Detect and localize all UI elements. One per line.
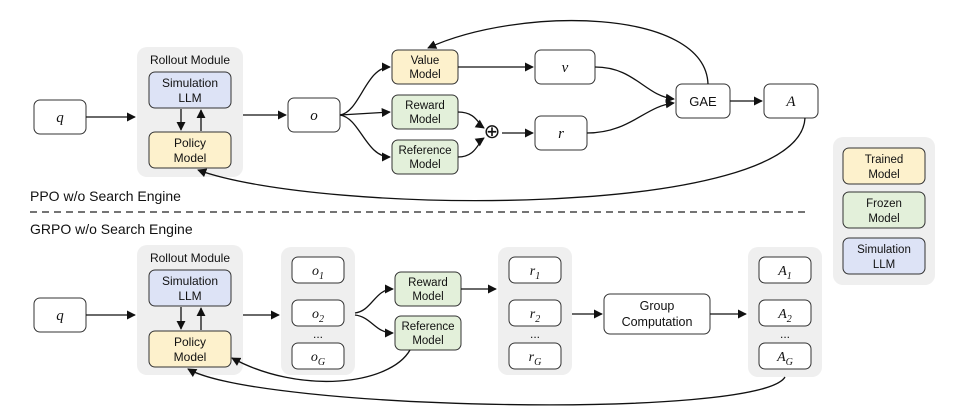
svg-text:Policy: Policy [174, 335, 206, 349]
svg-text:Trained: Trained [865, 154, 904, 166]
grpo-advantage-1: A1 [758, 256, 812, 284]
svg-text:A1: A1 [777, 264, 792, 282]
grpo-reward-1: r1 [508, 256, 562, 284]
grpo-reward-2: r2 [508, 299, 562, 327]
svg-text:Value: Value [411, 55, 440, 67]
svg-text:Model: Model [868, 169, 899, 181]
svg-text:Simulation: Simulation [162, 274, 218, 288]
svg-text:AG: AG [776, 350, 793, 368]
legend-frozen-model: Frozen Model [842, 191, 926, 229]
svg-text:v: v [562, 60, 569, 76]
svg-text:r: r [558, 126, 564, 142]
svg-text:LLM: LLM [178, 289, 201, 303]
ppo-gae-to-value-feedback-arrow [427, 19, 709, 85]
legend-simulation-llm: Simulation LLM [842, 237, 926, 275]
grpo-advantage-g: AG [758, 342, 812, 370]
svg-text:q: q [56, 110, 64, 126]
ppo-output-node: o [287, 97, 341, 133]
svg-text:Model: Model [412, 335, 443, 347]
svg-text:Group: Group [640, 299, 675, 313]
ppo-rollout-title: Rollout Module [150, 53, 230, 67]
svg-text:oG: oG [311, 350, 325, 368]
ppo-plus-operator: ⊕ [484, 121, 501, 143]
svg-text:Model: Model [412, 291, 443, 303]
ppo-section-label: PPO w/o Search Engine [30, 188, 181, 204]
grpo-reference-to-policy-arrow [231, 349, 411, 382]
ppo-v-to-gae-arrow [594, 66, 675, 103]
ppo-r-to-gae-arrow [586, 99, 675, 134]
svg-text:r1: r1 [530, 264, 540, 282]
svg-text:LLM: LLM [178, 91, 201, 105]
svg-text:Model: Model [409, 69, 440, 81]
svg-text:Model: Model [174, 151, 207, 165]
svg-text:rG: rG [529, 350, 542, 368]
svg-text:Reference: Reference [401, 321, 454, 333]
ppo-o-to-value-arrow [339, 62, 391, 116]
grpo-query-node: q [33, 297, 87, 333]
svg-text:A: A [785, 94, 796, 110]
grpo-advantages-to-policy-arrow [187, 368, 786, 406]
svg-text:o1: o1 [312, 264, 324, 282]
ppo-gae-node: GAE [675, 83, 731, 119]
grpo-rollout-title: Rollout Module [150, 251, 230, 265]
grpo-advantage-2: A2 [758, 299, 812, 327]
grpo-section-label: GRPO w/o Search Engine [30, 221, 193, 237]
ppo-o-to-reward-arrow [339, 107, 391, 118]
ppo-reward-node: r [534, 115, 588, 151]
grpo-simulation-llm: Simulation LLM [148, 269, 232, 307]
svg-text:Policy: Policy [174, 136, 206, 150]
grpo-outputs-ellipsis: ... [313, 327, 323, 341]
ppo-reference-model: Reference Model [391, 139, 459, 175]
ppo-advantage-node: A [763, 83, 819, 119]
ppo-reward-to-plus-arrow [457, 111, 485, 129]
grpo-reward-g: rG [508, 342, 562, 370]
svg-text:Computation: Computation [622, 315, 693, 329]
svg-text:Model: Model [174, 350, 207, 364]
ppo-value-node: v [534, 49, 596, 85]
grpo-outputs-to-reference-arrow [354, 314, 394, 338]
svg-text:Frozen: Frozen [866, 198, 902, 210]
grpo-policy-model: Policy Model [148, 330, 232, 368]
grpo-reference-model: Reference Model [394, 315, 462, 351]
ppo-reward-model: Reward Model [391, 94, 459, 130]
ppo-a-to-policy-feedback-arrow [197, 117, 806, 202]
grpo-reward-model: Reward Model [394, 271, 462, 307]
ppo-o-to-reference-arrow [339, 114, 391, 162]
svg-text:Model: Model [868, 213, 899, 225]
svg-text:GAE: GAE [689, 94, 717, 109]
svg-text:Reward: Reward [408, 277, 448, 289]
svg-text:Simulation: Simulation [857, 244, 911, 256]
svg-text:LLM: LLM [873, 259, 895, 271]
svg-text:Simulation: Simulation [162, 76, 218, 90]
svg-text:Model: Model [409, 159, 440, 171]
grpo-outputs-to-reward-arrow [354, 284, 394, 314]
grpo-output-1: o1 [291, 256, 345, 284]
grpo-group-computation: Group Computation [603, 293, 711, 335]
ppo-policy-model: Policy Model [148, 131, 232, 169]
grpo-rewards-ellipsis: ... [530, 327, 540, 341]
grpo-advantages-ellipsis: ... [780, 327, 790, 341]
ppo-reference-to-plus-arrow [457, 137, 485, 158]
ppo-simulation-llm: Simulation LLM [148, 71, 232, 109]
svg-text:Model: Model [409, 114, 440, 126]
svg-text:Reference: Reference [398, 145, 451, 157]
svg-text:o: o [310, 108, 318, 124]
svg-text:q: q [56, 308, 64, 324]
svg-text:Reward: Reward [405, 100, 445, 112]
legend-trained-model: Trained Model [842, 147, 926, 185]
ppo-value-model: Value Model [391, 49, 459, 85]
grpo-output-g: oG [291, 342, 345, 370]
ppo-query-node: q [33, 99, 87, 135]
grpo-output-2: o2 [291, 299, 345, 327]
svg-text:A2: A2 [777, 307, 792, 325]
svg-text:o2: o2 [312, 307, 324, 325]
svg-text:r2: r2 [530, 307, 540, 325]
